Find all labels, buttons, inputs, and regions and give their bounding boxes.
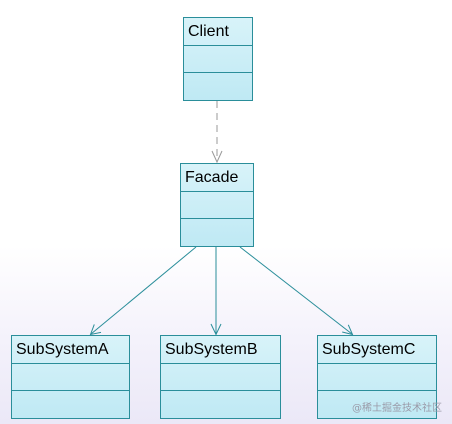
subsystem-a-operations-compartment <box>12 391 129 418</box>
watermark-text: @稀土掘金技术社区 <box>352 403 442 414</box>
facade-class-box[interactable]: Facade <box>180 163 254 247</box>
client-operations-compartment <box>184 73 252 100</box>
subsystem-c-class-name: SubSystemC <box>318 336 436 364</box>
subsystem-c-class-box[interactable]: SubSystemC <box>317 335 437 419</box>
subsystem-a-class-name: SubSystemA <box>12 336 129 364</box>
subsystem-b-class-box[interactable]: SubSystemB <box>160 335 281 419</box>
association-line-facade-subsystem-c <box>239 246 353 335</box>
subsystem-c-attributes-compartment <box>318 364 436 391</box>
facade-operations-compartment <box>181 219 253 246</box>
subsystem-a-attributes-compartment <box>12 364 129 391</box>
facade-attributes-compartment <box>181 192 253 219</box>
client-attributes-compartment <box>184 46 252 73</box>
subsystem-b-operations-compartment <box>161 391 280 418</box>
association-arrowhead-subsystem-b <box>210 323 222 336</box>
client-class-name: Client <box>184 18 252 46</box>
subsystem-b-class-name: SubSystemB <box>161 336 280 364</box>
association-arrowhead-subsystem-c <box>342 324 354 336</box>
dependency-arrowhead-facade <box>211 150 223 164</box>
facade-class-name: Facade <box>181 164 253 192</box>
subsystem-a-class-box[interactable]: SubSystemA <box>11 335 130 419</box>
client-class-box[interactable]: Client <box>183 17 253 101</box>
association-line-facade-subsystem-a <box>90 246 197 335</box>
subsystem-b-attributes-compartment <box>161 364 280 391</box>
association-arrowhead-subsystem-a <box>89 324 102 336</box>
